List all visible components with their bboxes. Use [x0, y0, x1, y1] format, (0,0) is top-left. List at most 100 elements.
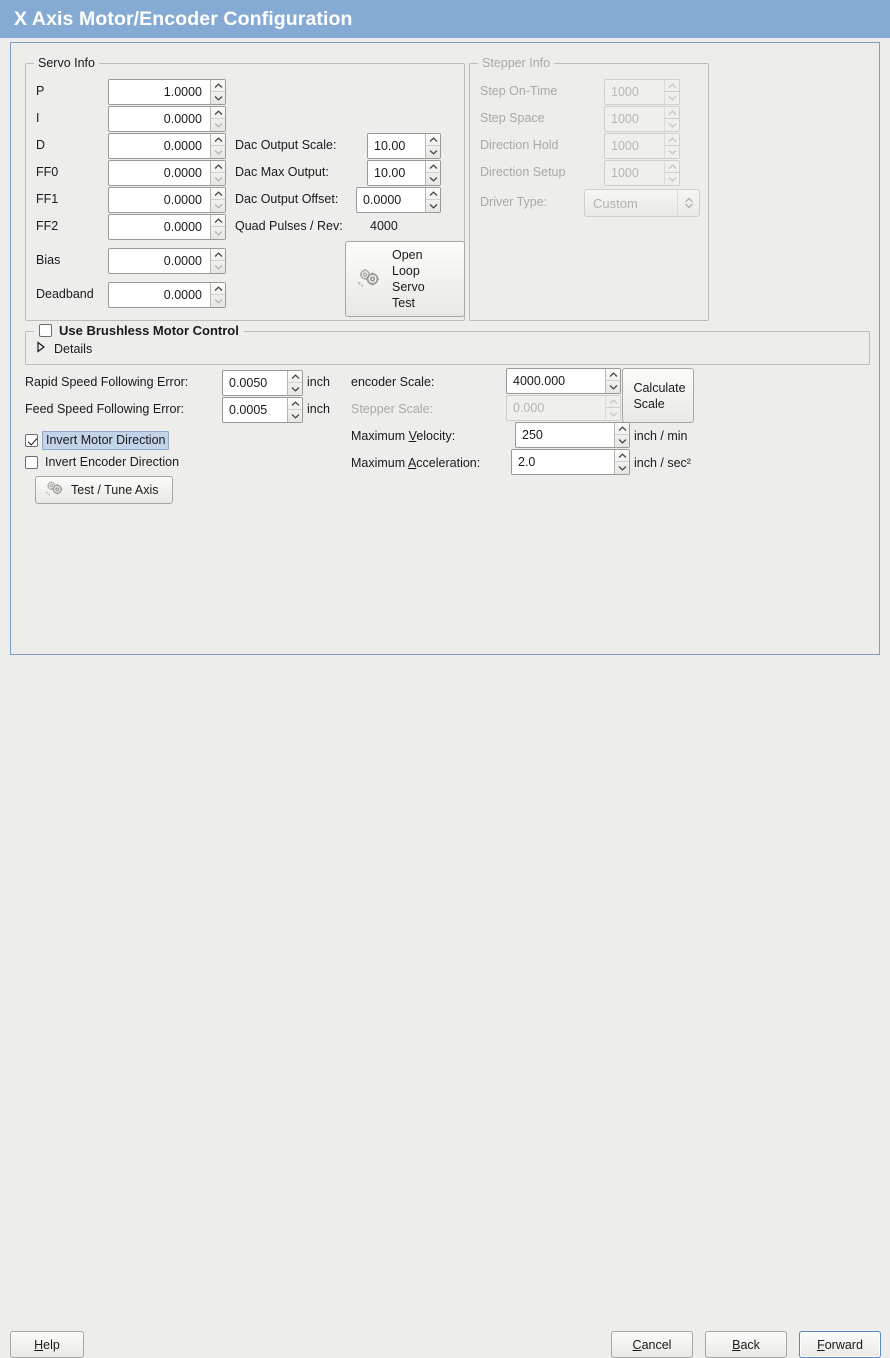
maximum-acceleration-input[interactable]: 2.0: [511, 449, 630, 475]
servo-spinner-d[interactable]: [210, 134, 225, 158]
spinner-up-icon[interactable]: [288, 398, 302, 410]
spinner-up-icon[interactable]: [615, 450, 629, 462]
servo-input-ff2[interactable]: 0.0000: [108, 214, 226, 240]
spinner-up-icon[interactable]: [211, 107, 225, 119]
spinner-up-icon[interactable]: [211, 80, 225, 92]
spinner-down-icon[interactable]: [211, 261, 225, 273]
spinner-down-icon[interactable]: [606, 381, 620, 393]
dac-output-scale-input[interactable]: 10.00: [367, 133, 441, 159]
servo-spinner-ff1[interactable]: [210, 188, 225, 212]
maximum-velocity-input[interactable]: 250: [515, 422, 630, 448]
servo-input-bias[interactable]: 0.0000: [108, 248, 226, 274]
servo-spinner-bias[interactable]: [210, 249, 225, 273]
checkbox-box[interactable]: [25, 434, 38, 447]
maximum-velocity-spinner[interactable]: [614, 423, 629, 447]
combobox-chevrons-icon[interactable]: [677, 190, 699, 216]
dac-max-output-input[interactable]: 10.00: [367, 160, 441, 186]
spinner-down-icon[interactable]: [211, 119, 225, 131]
spinner-down-icon[interactable]: [211, 200, 225, 212]
servo-input-i[interactable]: 0.0000: [108, 106, 226, 132]
spinner-down-icon[interactable]: [606, 408, 620, 420]
spinner-down-icon[interactable]: [665, 173, 679, 185]
servo-spinner-p[interactable]: [210, 80, 225, 104]
use-brushless-motor-control-checkbox[interactable]: Use Brushless Motor Control: [34, 323, 244, 338]
spinner-down-icon[interactable]: [288, 410, 302, 422]
spinner-down-icon[interactable]: [615, 462, 629, 474]
driver-type-combobox[interactable]: Custom: [584, 189, 700, 217]
spinner-up-icon[interactable]: [615, 423, 629, 435]
encoder-scale-input[interactable]: 4000.000: [506, 368, 621, 394]
spinner-down-icon[interactable]: [211, 173, 225, 185]
forward-button[interactable]: Forward: [799, 1331, 881, 1358]
open-loop-servo-test-button[interactable]: Open Loop Servo Test: [345, 241, 465, 317]
step-on-time-spinner[interactable]: [664, 80, 679, 104]
spinner-up-icon[interactable]: [665, 161, 679, 173]
maximum-acceleration-spinner[interactable]: [614, 450, 629, 474]
spinner-down-icon[interactable]: [288, 383, 302, 395]
step-space-input[interactable]: 1000: [604, 106, 680, 132]
cancel-button[interactable]: Cancel: [611, 1331, 693, 1358]
spinner-up-icon[interactable]: [211, 161, 225, 173]
rapid-speed-following-error-input[interactable]: 0.0050: [222, 370, 303, 396]
invert-encoder-direction-checkbox[interactable]: Invert Encoder Direction: [25, 455, 179, 470]
spinner-down-icon[interactable]: [211, 295, 225, 307]
chevron-right-icon[interactable]: [36, 341, 46, 356]
direction-setup-input[interactable]: 1000: [604, 160, 680, 186]
spinner-up-icon[interactable]: [211, 134, 225, 146]
dac-output-offset-input[interactable]: 0.0000: [356, 187, 441, 213]
servo-input-deadband[interactable]: 0.0000: [108, 282, 226, 308]
spinner-up-icon[interactable]: [665, 80, 679, 92]
checkbox-box[interactable]: [39, 324, 52, 337]
dac-output-scale-spinner[interactable]: [425, 134, 440, 158]
spinner-up-icon[interactable]: [606, 369, 620, 381]
spinner-up-icon[interactable]: [211, 188, 225, 200]
spinner-down-icon[interactable]: [665, 92, 679, 104]
servo-input-ff1[interactable]: 0.0000: [108, 187, 226, 213]
direction-setup-spinner[interactable]: [664, 161, 679, 185]
spinner-up-icon[interactable]: [665, 107, 679, 119]
spinner-up-icon[interactable]: [665, 134, 679, 146]
spinner-up-icon[interactable]: [606, 396, 620, 408]
servo-spinner-deadband[interactable]: [210, 283, 225, 307]
spinner-up-icon[interactable]: [211, 283, 225, 295]
spinner-up-icon[interactable]: [426, 188, 440, 200]
invert-motor-direction-checkbox[interactable]: Invert Motor Direction: [25, 431, 170, 450]
spinner-up-icon[interactable]: [426, 161, 440, 173]
servo-input-ff0[interactable]: 0.0000: [108, 160, 226, 186]
checkbox-box[interactable]: [25, 456, 38, 469]
servo-input-d[interactable]: 0.0000: [108, 133, 226, 159]
step-space-spinner[interactable]: [664, 107, 679, 131]
stepper-scale-input[interactable]: 0.000: [506, 395, 621, 421]
dac-max-output-spinner[interactable]: [425, 161, 440, 185]
encoder-scale-spinner[interactable]: [605, 369, 620, 393]
direction-hold-input[interactable]: 1000: [604, 133, 680, 159]
spinner-down-icon[interactable]: [211, 227, 225, 239]
calculate-scale-button[interactable]: Calculate Scale: [622, 368, 694, 423]
spinner-up-icon[interactable]: [288, 371, 302, 383]
spinner-down-icon[interactable]: [211, 92, 225, 104]
details-expander[interactable]: Details: [36, 341, 92, 356]
servo-spinner-i[interactable]: [210, 107, 225, 131]
spinner-up-icon[interactable]: [211, 249, 225, 261]
step-on-time-input[interactable]: 1000: [604, 79, 680, 105]
feed-speed-following-error-input[interactable]: 0.0005: [222, 397, 303, 423]
feed-error-spinner[interactable]: [287, 398, 302, 422]
direction-hold-spinner[interactable]: [664, 134, 679, 158]
servo-spinner-ff2[interactable]: [210, 215, 225, 239]
spinner-down-icon[interactable]: [211, 146, 225, 158]
spinner-down-icon[interactable]: [426, 200, 440, 212]
servo-input-p[interactable]: 1.0000: [108, 79, 226, 105]
dac-output-offset-spinner[interactable]: [425, 188, 440, 212]
servo-spinner-ff0[interactable]: [210, 161, 225, 185]
stepper-scale-spinner[interactable]: [605, 396, 620, 420]
spinner-down-icon[interactable]: [665, 119, 679, 131]
spinner-down-icon[interactable]: [426, 173, 440, 185]
spinner-up-icon[interactable]: [211, 215, 225, 227]
spinner-down-icon[interactable]: [665, 146, 679, 158]
spinner-down-icon[interactable]: [615, 435, 629, 447]
spinner-down-icon[interactable]: [426, 146, 440, 158]
spinner-up-icon[interactable]: [426, 134, 440, 146]
help-button[interactable]: Help: [10, 1331, 84, 1358]
test-tune-axis-button[interactable]: Test / Tune Axis: [35, 476, 173, 504]
back-button[interactable]: Back: [705, 1331, 787, 1358]
